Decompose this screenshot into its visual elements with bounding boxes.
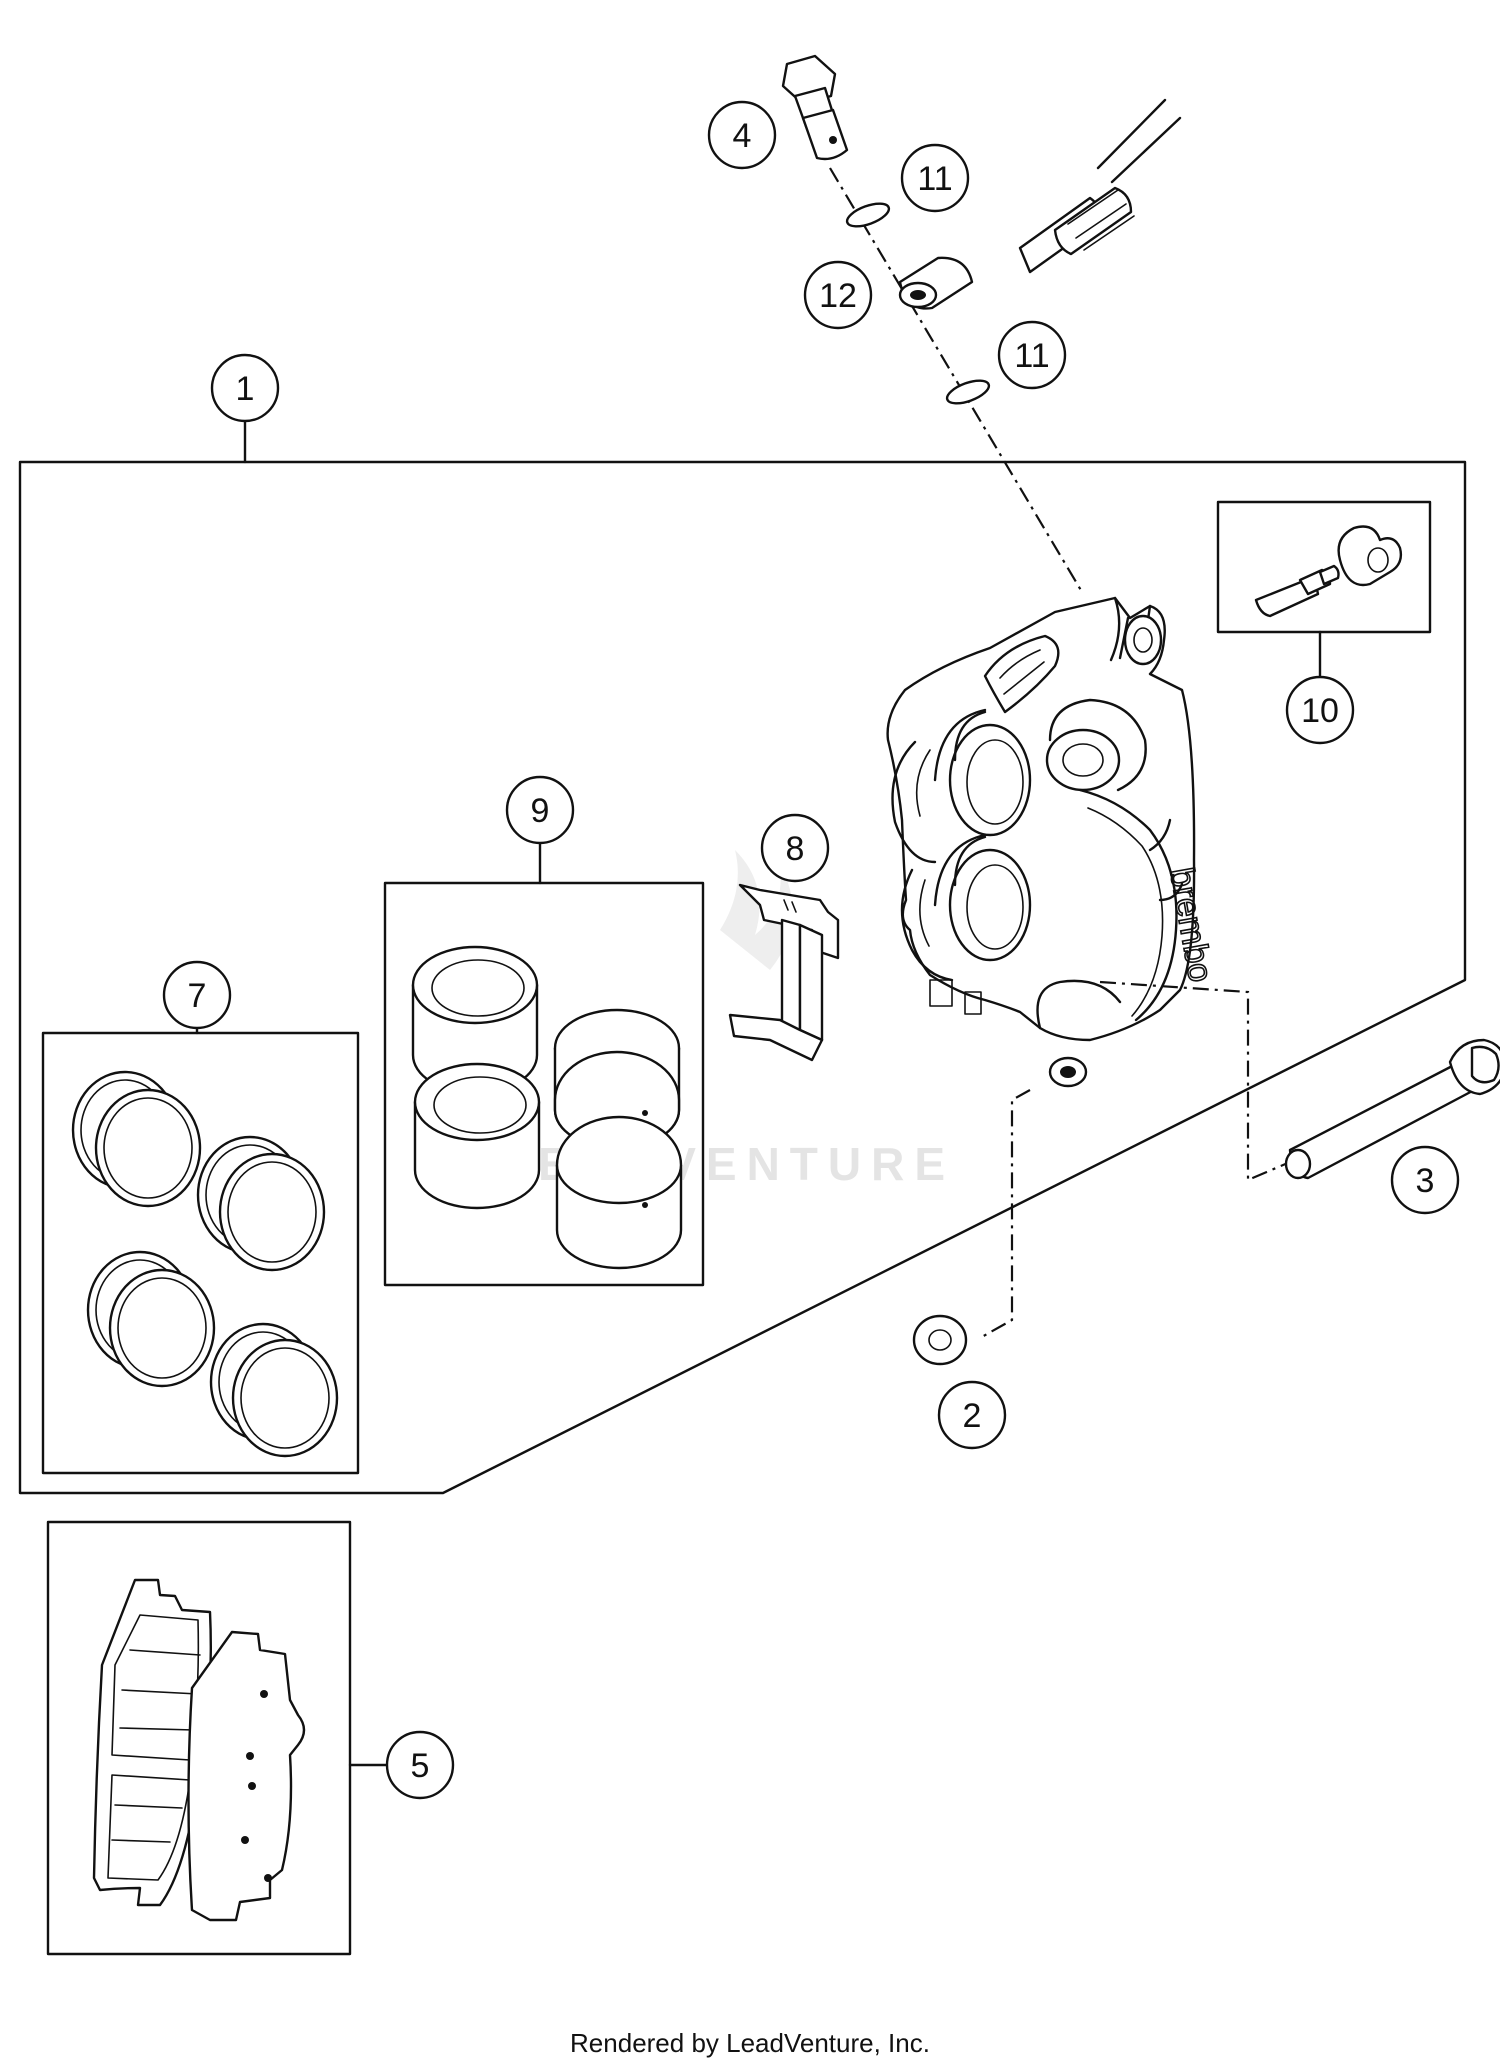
pad-pin (1284, 1038, 1500, 1180)
seal-top-left (71, 1070, 202, 1208)
callout-7[interactable]: 7 (162, 960, 232, 1030)
svg-text:11: 11 (1014, 337, 1049, 375)
svg-text:7: 7 (188, 977, 207, 1015)
svg-text:4: 4 (733, 117, 752, 155)
callout-8[interactable]: 8 (760, 813, 830, 883)
sealing-washer-lower (945, 379, 991, 405)
svg-text:5: 5 (411, 1747, 430, 1785)
svg-text:8: 8 (786, 830, 805, 868)
callout-4[interactable]: 4 (707, 100, 777, 170)
bleeder-screw (781, 54, 849, 161)
brake-line-banjo (898, 98, 1182, 310)
callout-11-lower[interactable]: 11 (997, 320, 1067, 390)
bleeder-kit-box (1216, 500, 1432, 634)
piston-bottom-right (555, 1115, 683, 1270)
axis-line-banjo (829, 167, 1083, 593)
callout-3[interactable]: 3 (1390, 1145, 1460, 1215)
washer (912, 1314, 968, 1366)
callout-11-upper[interactable]: 11 (900, 143, 970, 213)
callout-5[interactable]: 5 (385, 1730, 455, 1800)
brake-pad-box (46, 1520, 352, 1956)
seal-kit-box (41, 1031, 360, 1475)
svg-text:12: 12 (819, 277, 857, 315)
seal-bottom-left (86, 1250, 216, 1388)
callout-9[interactable]: 9 (505, 775, 575, 845)
svg-text:1: 1 (236, 370, 255, 408)
callout-12[interactable]: 12 (803, 260, 873, 330)
callout-2[interactable]: 2 (937, 1380, 1007, 1450)
pad-spring (728, 883, 840, 1062)
seal-top-right (196, 1135, 326, 1272)
callout-1[interactable]: 1 (210, 353, 280, 423)
axis-line-pin (1099, 980, 1291, 1182)
piston-top-left (411, 945, 539, 1095)
svg-text:3: 3 (1416, 1162, 1435, 1200)
piston-kit-box (383, 881, 705, 1287)
svg-text:11: 11 (917, 160, 952, 198)
bleeder-kit-parts (1254, 525, 1403, 618)
sealing-washer-upper (845, 202, 891, 228)
piston-bottom-left (413, 1062, 541, 1210)
brake-pad-outer (187, 1630, 306, 1922)
brake-caliper: brembo (886, 596, 1220, 1042)
callout-10[interactable]: 10 (1285, 675, 1355, 745)
svg-text:9: 9 (531, 792, 550, 830)
footer-credit: Rendered by LeadVenture, Inc. (570, 2028, 930, 2058)
axis-line-washer (979, 1089, 1031, 1339)
assembly-outline (18, 460, 1467, 1495)
seal-bottom-right (209, 1322, 339, 1458)
svg-text:10: 10 (1301, 692, 1339, 730)
svg-text:2: 2 (963, 1397, 982, 1435)
